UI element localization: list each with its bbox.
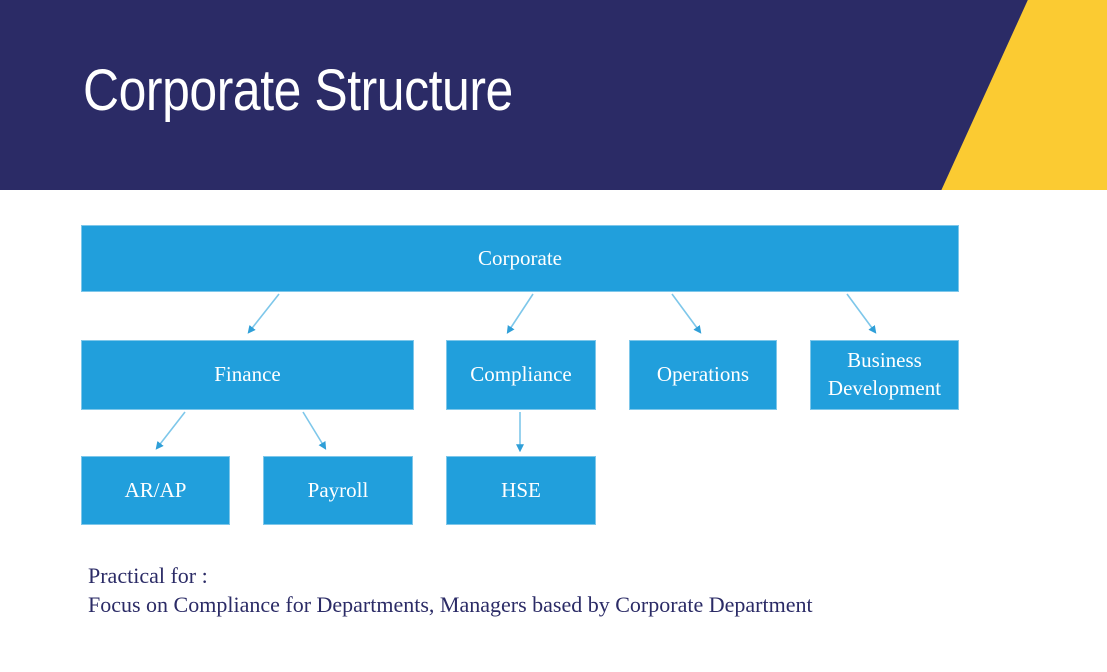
org-node-label: Compliance [470,362,572,387]
caption-block: Practical for : Focus on Compliance for … [88,561,813,620]
org-node-corporate[interactable]: Corporate [81,225,959,292]
org-node-business-development[interactable]: Business Development [810,340,959,410]
org-node-payroll[interactable]: Payroll [263,456,413,525]
org-node-ar-ap[interactable]: AR/AP [81,456,230,525]
org-node-finance[interactable]: Finance [81,340,414,410]
org-node-label: HSE [501,477,541,502]
org-node-hse[interactable]: HSE [446,456,596,525]
yellow-accent-shape [941,0,1107,190]
title-header-band: Corporate Structure [0,0,1107,190]
org-node-compliance[interactable]: Compliance [446,340,596,410]
caption-line-1: Practical for : [88,563,208,588]
connector-corporate-operations [671,293,702,334]
org-node-label: Business Development [827,348,942,400]
connector-corporate-compliance [506,293,534,334]
caption-line-2: Focus on Compliance for Departments, Man… [88,592,813,618]
connector-finance-ar-ap [155,411,186,450]
page-title: Corporate Structure [83,58,513,123]
org-chart: Corporate Finance Compliance Operations … [0,190,1107,672]
org-node-label: AR/AP [124,477,187,502]
org-node-label: Operations [656,362,750,387]
org-node-operations[interactable]: Operations [629,340,777,410]
connector-corporate-business-development [846,293,877,334]
org-node-label: Corporate [478,245,562,270]
org-node-label: Payroll [307,477,369,502]
org-node-label: Finance [214,362,281,387]
connector-finance-payroll [302,411,327,450]
connector-corporate-finance [247,293,280,334]
